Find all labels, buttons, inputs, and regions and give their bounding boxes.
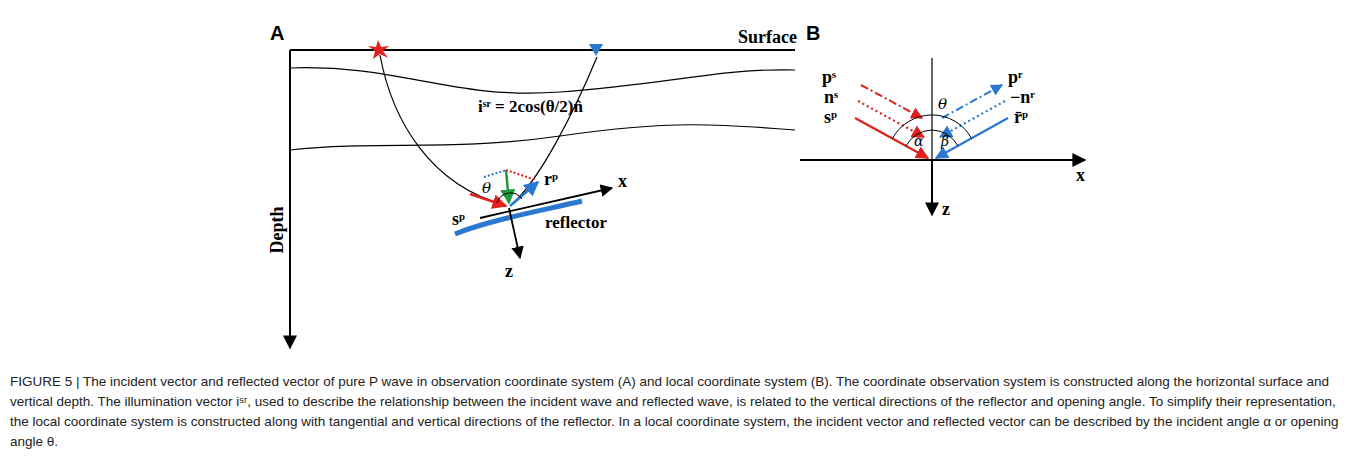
layer-boundary: [290, 125, 795, 150]
angle-arc: [497, 193, 522, 203]
normal-line: [931, 58, 932, 160]
vector-label: −nʳ: [1010, 88, 1035, 108]
receiver-triangle: [589, 44, 603, 56]
opening-angle-arc: [893, 115, 972, 138]
depth-axis: [289, 50, 291, 348]
vector-label: pˢ: [822, 68, 836, 88]
axis-label: z: [942, 200, 950, 220]
slowness-vector: [861, 85, 922, 118]
angle-label: θ: [482, 180, 491, 197]
angle-label: θ: [938, 96, 947, 113]
vector-label: sᵖ: [824, 108, 837, 128]
reflector-label: reflector: [545, 214, 607, 233]
incident-vector: [855, 118, 928, 158]
x-axis: [800, 159, 1085, 161]
surface-label: Surface: [738, 28, 797, 48]
angle-label: β: [941, 134, 949, 149]
axis-label: x: [618, 172, 627, 192]
z-axis: [931, 160, 933, 215]
dotted-component: [506, 170, 536, 180]
layer-boundary: [290, 68, 795, 93]
incident-ray: [380, 55, 505, 205]
panel-letter: B: [806, 22, 820, 44]
panel-letter: A: [270, 22, 284, 44]
source-star: [368, 40, 389, 59]
figure-caption: FIGURE 5 | The incident vector and refle…: [10, 372, 1344, 452]
illumination-vector: [506, 170, 509, 203]
depth-label: Depth: [267, 206, 287, 253]
illumination-formula: iˢʳ = 2cos(θ/2)n̂: [478, 98, 583, 117]
reflected-ray: [512, 57, 597, 204]
slowness-vector: [942, 85, 1002, 118]
local-z-axis: [509, 208, 520, 258]
dotted-component: [484, 170, 506, 177]
reflected-vector: [936, 118, 1008, 158]
surface-line: [290, 49, 795, 51]
vector-label: rᵖ: [544, 170, 558, 190]
panel-b: [800, 58, 1085, 215]
axis-label: z: [505, 262, 513, 282]
vector-label: r̄ᵖ: [1014, 108, 1028, 128]
vector-label: pʳ: [1008, 68, 1023, 88]
vector-label: nˢ: [824, 88, 838, 108]
panel-a: [290, 40, 795, 348]
vector-label: sᵖ: [452, 210, 465, 230]
angle-label: α: [914, 134, 923, 149]
axis-label: x: [1076, 166, 1085, 186]
reflected-vector: [510, 182, 538, 206]
